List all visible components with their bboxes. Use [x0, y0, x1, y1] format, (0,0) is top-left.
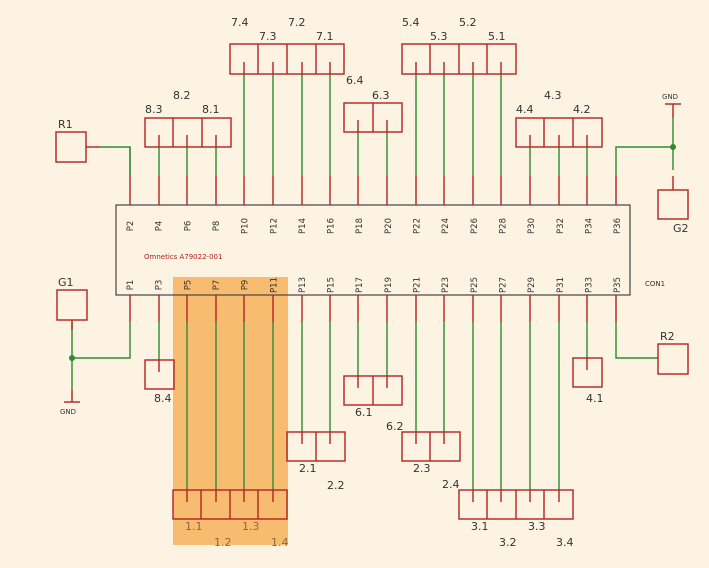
connector-pin-label: P30 — [527, 218, 537, 234]
label-1-4: 1.4 — [271, 536, 289, 549]
connector-pin-label: P9 — [241, 280, 251, 291]
label-4-3: 4.3 — [544, 89, 562, 102]
label-2-3: 2.3 — [413, 462, 431, 475]
connector-pin-label: P11 — [269, 277, 279, 293]
label-g2: G2 — [673, 222, 689, 235]
top-pin-labels: P2 P4 P6 P8 P10 P12 P14 P16 P18 P20 P22 P24 P26 P28 P3… — [126, 218, 623, 234]
junction-dot — [670, 144, 676, 150]
label-3-1: 3.1 — [471, 520, 489, 533]
label-5-3: 5.3 — [430, 30, 448, 43]
connector-body[interactable] — [115, 204, 631, 296]
label-2-2: 2.2 — [327, 479, 345, 492]
connector-pin-label: P33 — [584, 277, 594, 293]
label-4-4: 4.4 — [516, 103, 534, 116]
connector-pin-label: P3 — [155, 280, 165, 291]
connector-pin-label: P14 — [298, 218, 308, 234]
connector-pin-label: P4 — [155, 221, 165, 232]
connector-pin-label: P13 — [298, 277, 308, 293]
label-5-2: 5.2 — [459, 16, 477, 29]
label-2-4: 2.4 — [442, 478, 460, 491]
label-1-3: 1.3 — [242, 520, 260, 533]
connector-ref: CON1 — [645, 280, 665, 288]
connector-pin-label: P34 — [584, 218, 594, 234]
label-6-1: 6.1 — [355, 406, 373, 419]
connector-pin-label: P35 — [613, 277, 623, 293]
connector-pin-label: P12 — [269, 218, 279, 234]
label-7-4: 7.4 — [231, 16, 249, 29]
label-4-2: 4.2 — [573, 103, 591, 116]
label-8-1: 8.1 — [202, 103, 220, 116]
connector-pin-label: P17 — [355, 277, 365, 293]
connector-pin-label: P25 — [470, 277, 480, 293]
label-7-3: 7.3 — [259, 30, 277, 43]
connector-pin-label: P15 — [327, 277, 337, 293]
connector-pin-label: P10 — [241, 218, 251, 234]
connector-pin-label: P22 — [413, 218, 423, 234]
connector-pin-label: P31 — [556, 277, 566, 293]
label-8-2: 8.2 — [173, 89, 191, 102]
label-1-1: 1.1 — [185, 520, 203, 533]
connector-pin-label: P20 — [384, 218, 394, 234]
connector-pin-label: P27 — [498, 277, 508, 293]
label-1-2: 1.2 — [214, 536, 232, 549]
connector-pin-label: P5 — [183, 280, 193, 291]
label-gnd-left: GND — [60, 408, 76, 416]
label-2-1: 2.1 — [299, 462, 317, 475]
label-6-2: 6.2 — [386, 420, 404, 433]
label-r1: R1 — [58, 118, 73, 131]
connector-pin-label: P7 — [212, 280, 222, 291]
connector-pin-label: P36 — [613, 218, 623, 234]
connector-pin-label: P16 — [327, 218, 337, 234]
connector-pin-label: P8 — [212, 221, 222, 232]
label-8-4: 8.4 — [154, 392, 172, 405]
connector-pin-label: P29 — [527, 277, 537, 293]
label-3-4: 3.4 — [556, 536, 574, 549]
label-g1: G1 — [58, 276, 74, 289]
label-5-1: 5.1 — [488, 30, 506, 43]
label-8-3: 8.3 — [145, 103, 163, 116]
connector-pin-label: P6 — [183, 221, 193, 232]
connector-pin-label: P23 — [441, 277, 451, 293]
component-labels: R1 R2 G1 G2 GND GND 7.4 7.2 7.3 7.1 5.4 … — [58, 16, 689, 549]
junction-dot — [69, 355, 75, 361]
connector-pin-label: P28 — [498, 218, 508, 234]
label-6-4: 6.4 — [346, 74, 364, 87]
connector-pin-label: P26 — [470, 218, 480, 234]
label-7-1: 7.1 — [316, 30, 334, 43]
label-r2: R2 — [660, 330, 675, 343]
label-4-1: 4.1 — [586, 392, 604, 405]
label-3-3: 3.3 — [528, 520, 546, 533]
connector-pin-label: P2 — [126, 221, 136, 232]
header-boxes — [55, 43, 689, 520]
connector-pin-label: P32 — [556, 218, 566, 234]
connector-pin-label: P24 — [441, 218, 451, 234]
bottom-pin-labels: P1 P3 P5 P7 P9 P11 P13 P15 P17 P19 P21 P23 P25 P27 P29… — [126, 277, 623, 293]
connector-pin-label: P18 — [355, 218, 365, 234]
connector-pin-label: P21 — [413, 277, 423, 293]
connector-part-name: Omnetics A79022-001 — [144, 253, 222, 261]
label-5-4: 5.4 — [402, 16, 420, 29]
connector-pin-label: P1 — [126, 280, 136, 291]
label-gnd-right: GND — [662, 93, 678, 101]
label-7-2: 7.2 — [288, 16, 306, 29]
label-6-3: 6.3 — [372, 89, 390, 102]
label-3-2: 3.2 — [499, 536, 517, 549]
connector-pin-label: P19 — [384, 277, 394, 293]
